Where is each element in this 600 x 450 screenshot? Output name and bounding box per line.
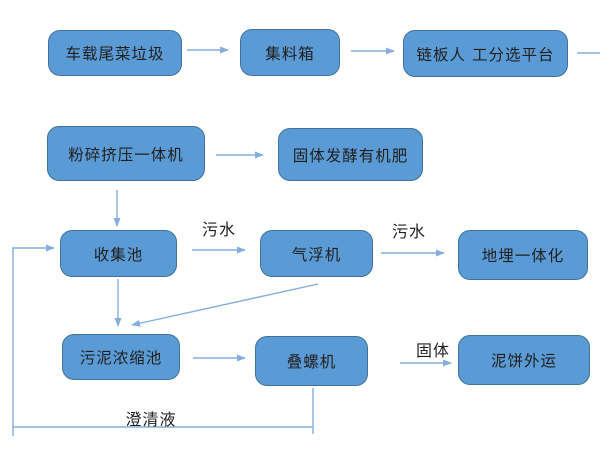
- node-collection-pool: 收集池: [60, 230, 177, 277]
- node-collection-box: 集料箱: [240, 29, 340, 76]
- node-vehicle-waste: 车载尾菜垃圾: [48, 30, 182, 76]
- node-crusher-press: 粉碎挤压一体机: [47, 126, 205, 181]
- edge-label-sewage-1: 污水: [201, 220, 236, 239]
- node-mud-cake-out: 泥饼外运: [458, 335, 590, 385]
- edge-label-clarified-liquid: 澄清液: [125, 410, 177, 429]
- edge-label-sewage-2: 污水: [391, 222, 426, 241]
- node-screw-press: 叠螺机: [255, 336, 368, 386]
- arrow-return-to-collection-pool: [12, 244, 55, 436]
- node-air-flotation: 气浮机: [260, 230, 373, 277]
- node-sorting-platform: 链板人 工分选平台: [403, 30, 568, 77]
- arrow-air-flotation-to-sludge-thickening: [131, 283, 319, 327]
- node-organic-fertilizer: 固体发酵有机肥: [278, 128, 423, 181]
- node-buried-integrated: 地埋一体化: [458, 230, 588, 280]
- node-sludge-thickening: 污泥浓缩池: [62, 334, 180, 380]
- edge-label-solid: 固体: [415, 341, 450, 360]
